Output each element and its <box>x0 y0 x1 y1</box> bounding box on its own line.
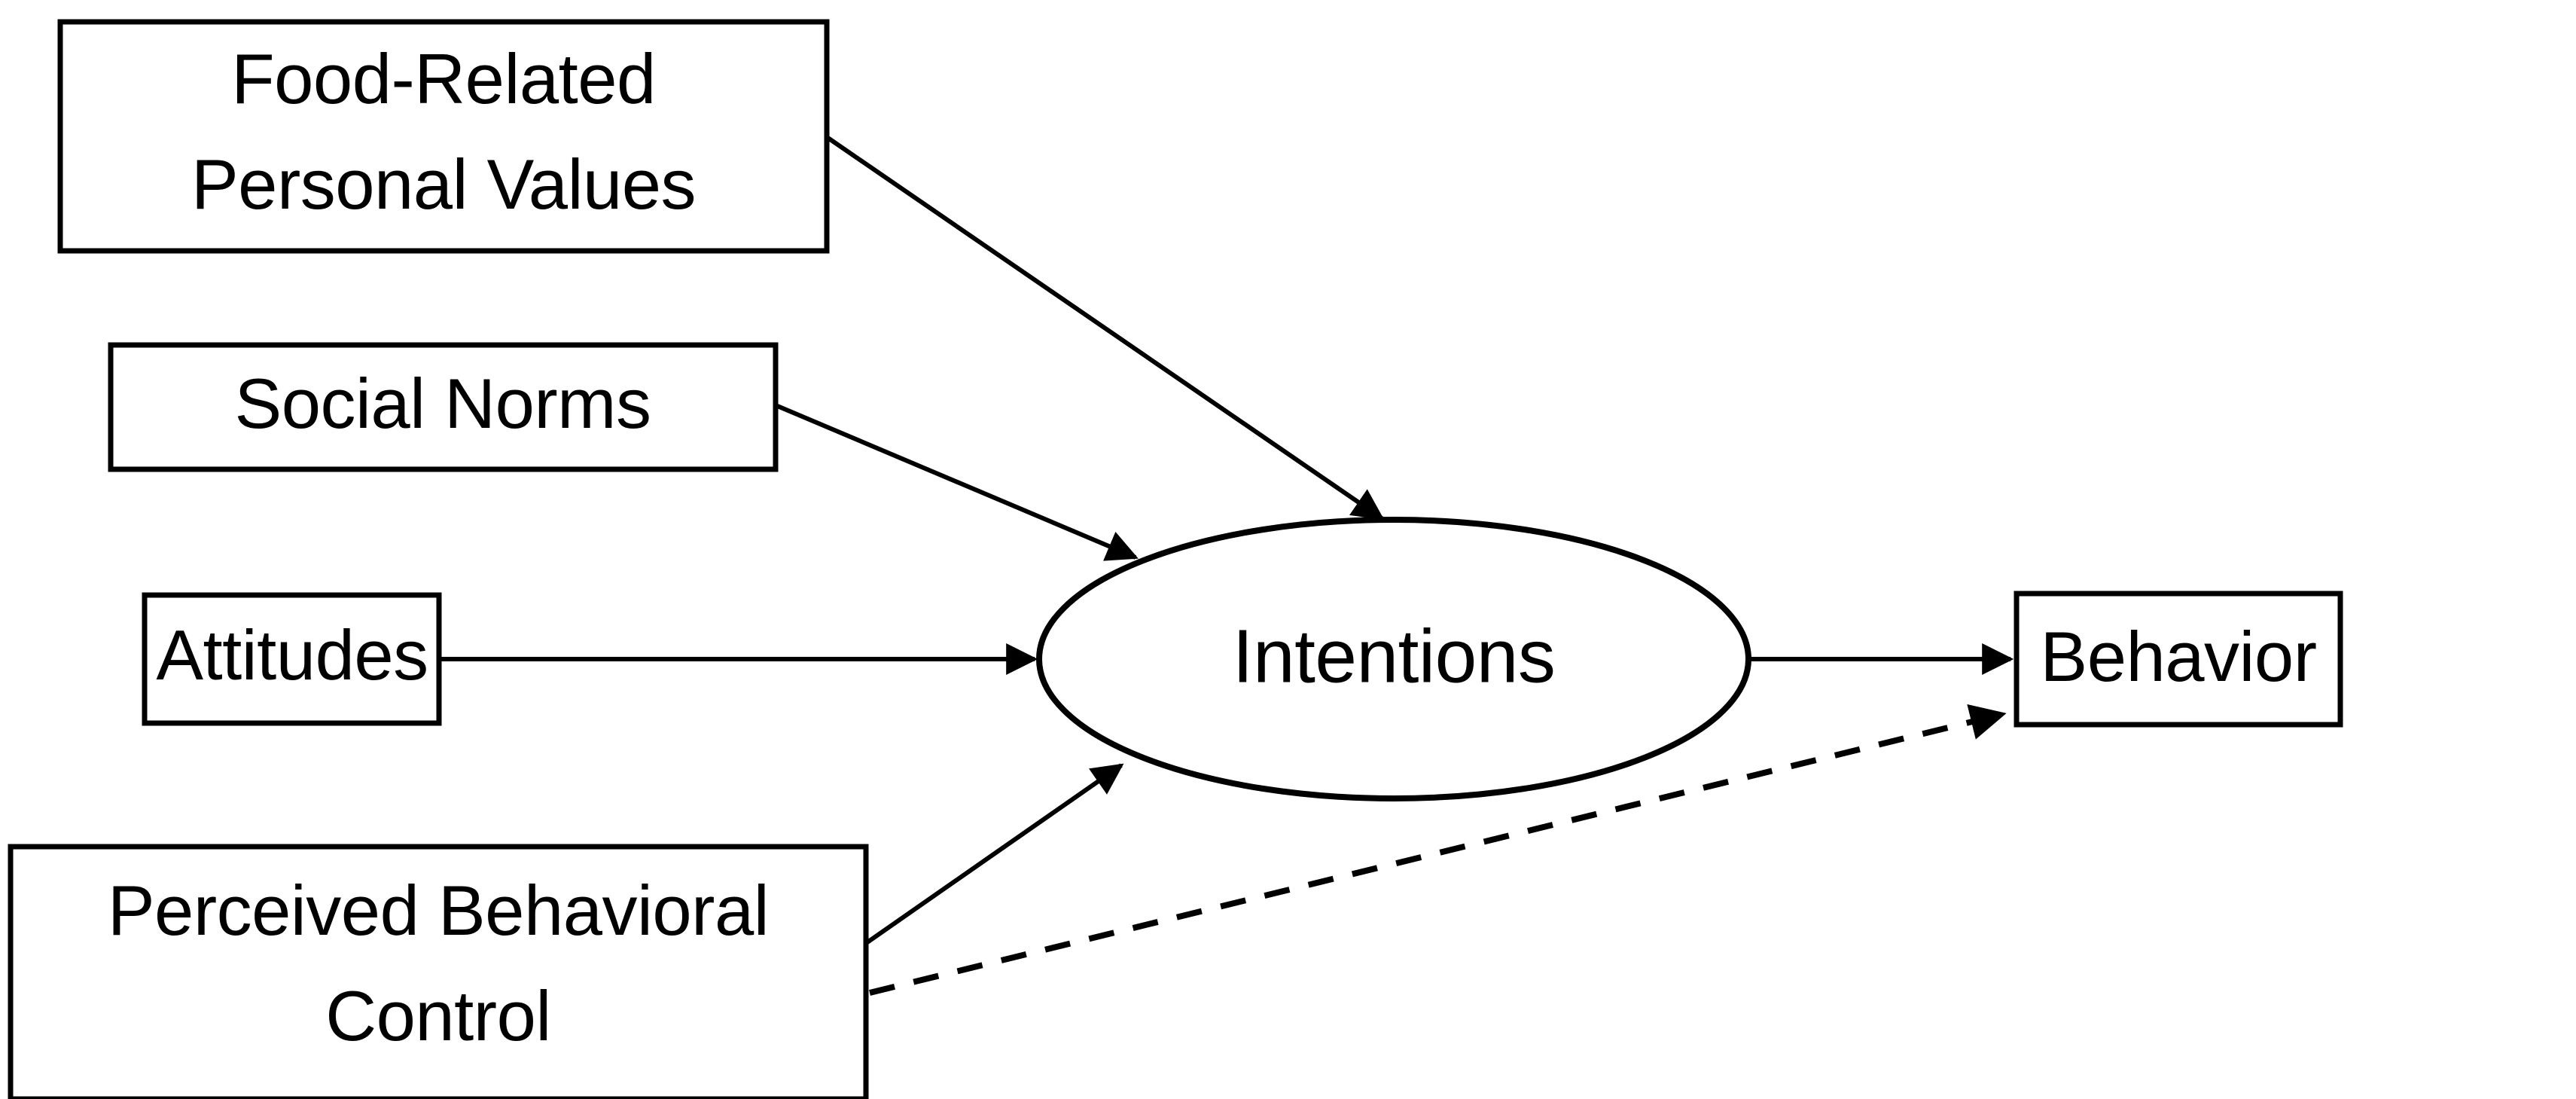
intentions-ellipse[interactable] <box>1036 517 1751 801</box>
perceived-behavioral-control-box[interactable] <box>8 844 869 1099</box>
intentions-label: Intentions <box>1233 614 1556 698</box>
edge-pbc-to-intentions <box>837 763 1124 965</box>
edge-frpv-to-intentions <box>825 135 1385 520</box>
arrow-frpv-to-intentions <box>825 135 1385 520</box>
arrow-pbc-to-behavior <box>869 704 2007 996</box>
arrow-social-norms-to-intentions <box>774 403 1139 561</box>
node-food-related-personal-values[interactable]: Food-Related Personal Values <box>57 19 830 254</box>
food-related-personal-values-label-line-2: Personal Values <box>191 145 696 224</box>
behavior-box[interactable] <box>2014 591 2343 728</box>
perceived-behavioral-control-label-line-2: Control <box>325 976 551 1055</box>
node-intentions[interactable]: Intentions <box>1036 517 1751 801</box>
node-behavior[interactable]: Behavior <box>2014 591 2343 728</box>
arrow-pbc-to-intentions <box>837 763 1124 965</box>
social-norms-label: Social Norms <box>235 364 651 443</box>
edge-social-norms-to-intentions <box>774 403 1139 561</box>
attitudes-box[interactable] <box>142 592 442 726</box>
behavior-label: Behavior <box>2041 617 2317 696</box>
social-norms-box[interactable] <box>108 342 779 472</box>
node-attitudes[interactable]: Attitudes <box>142 592 442 726</box>
food-related-personal-values-label-line-1: Food-Related <box>231 39 656 118</box>
attitudes-label: Attitudes <box>156 615 428 695</box>
edge-pbc-to-behavior <box>869 704 2007 996</box>
perceived-behavioral-control-label-line-1: Perceived Behavioral <box>108 871 769 950</box>
node-social-norms[interactable]: Social Norms <box>108 342 779 472</box>
node-perceived-behavioral-control[interactable]: Perceived Behavioral Control <box>8 844 869 1099</box>
food-related-personal-values-box[interactable] <box>57 19 830 254</box>
